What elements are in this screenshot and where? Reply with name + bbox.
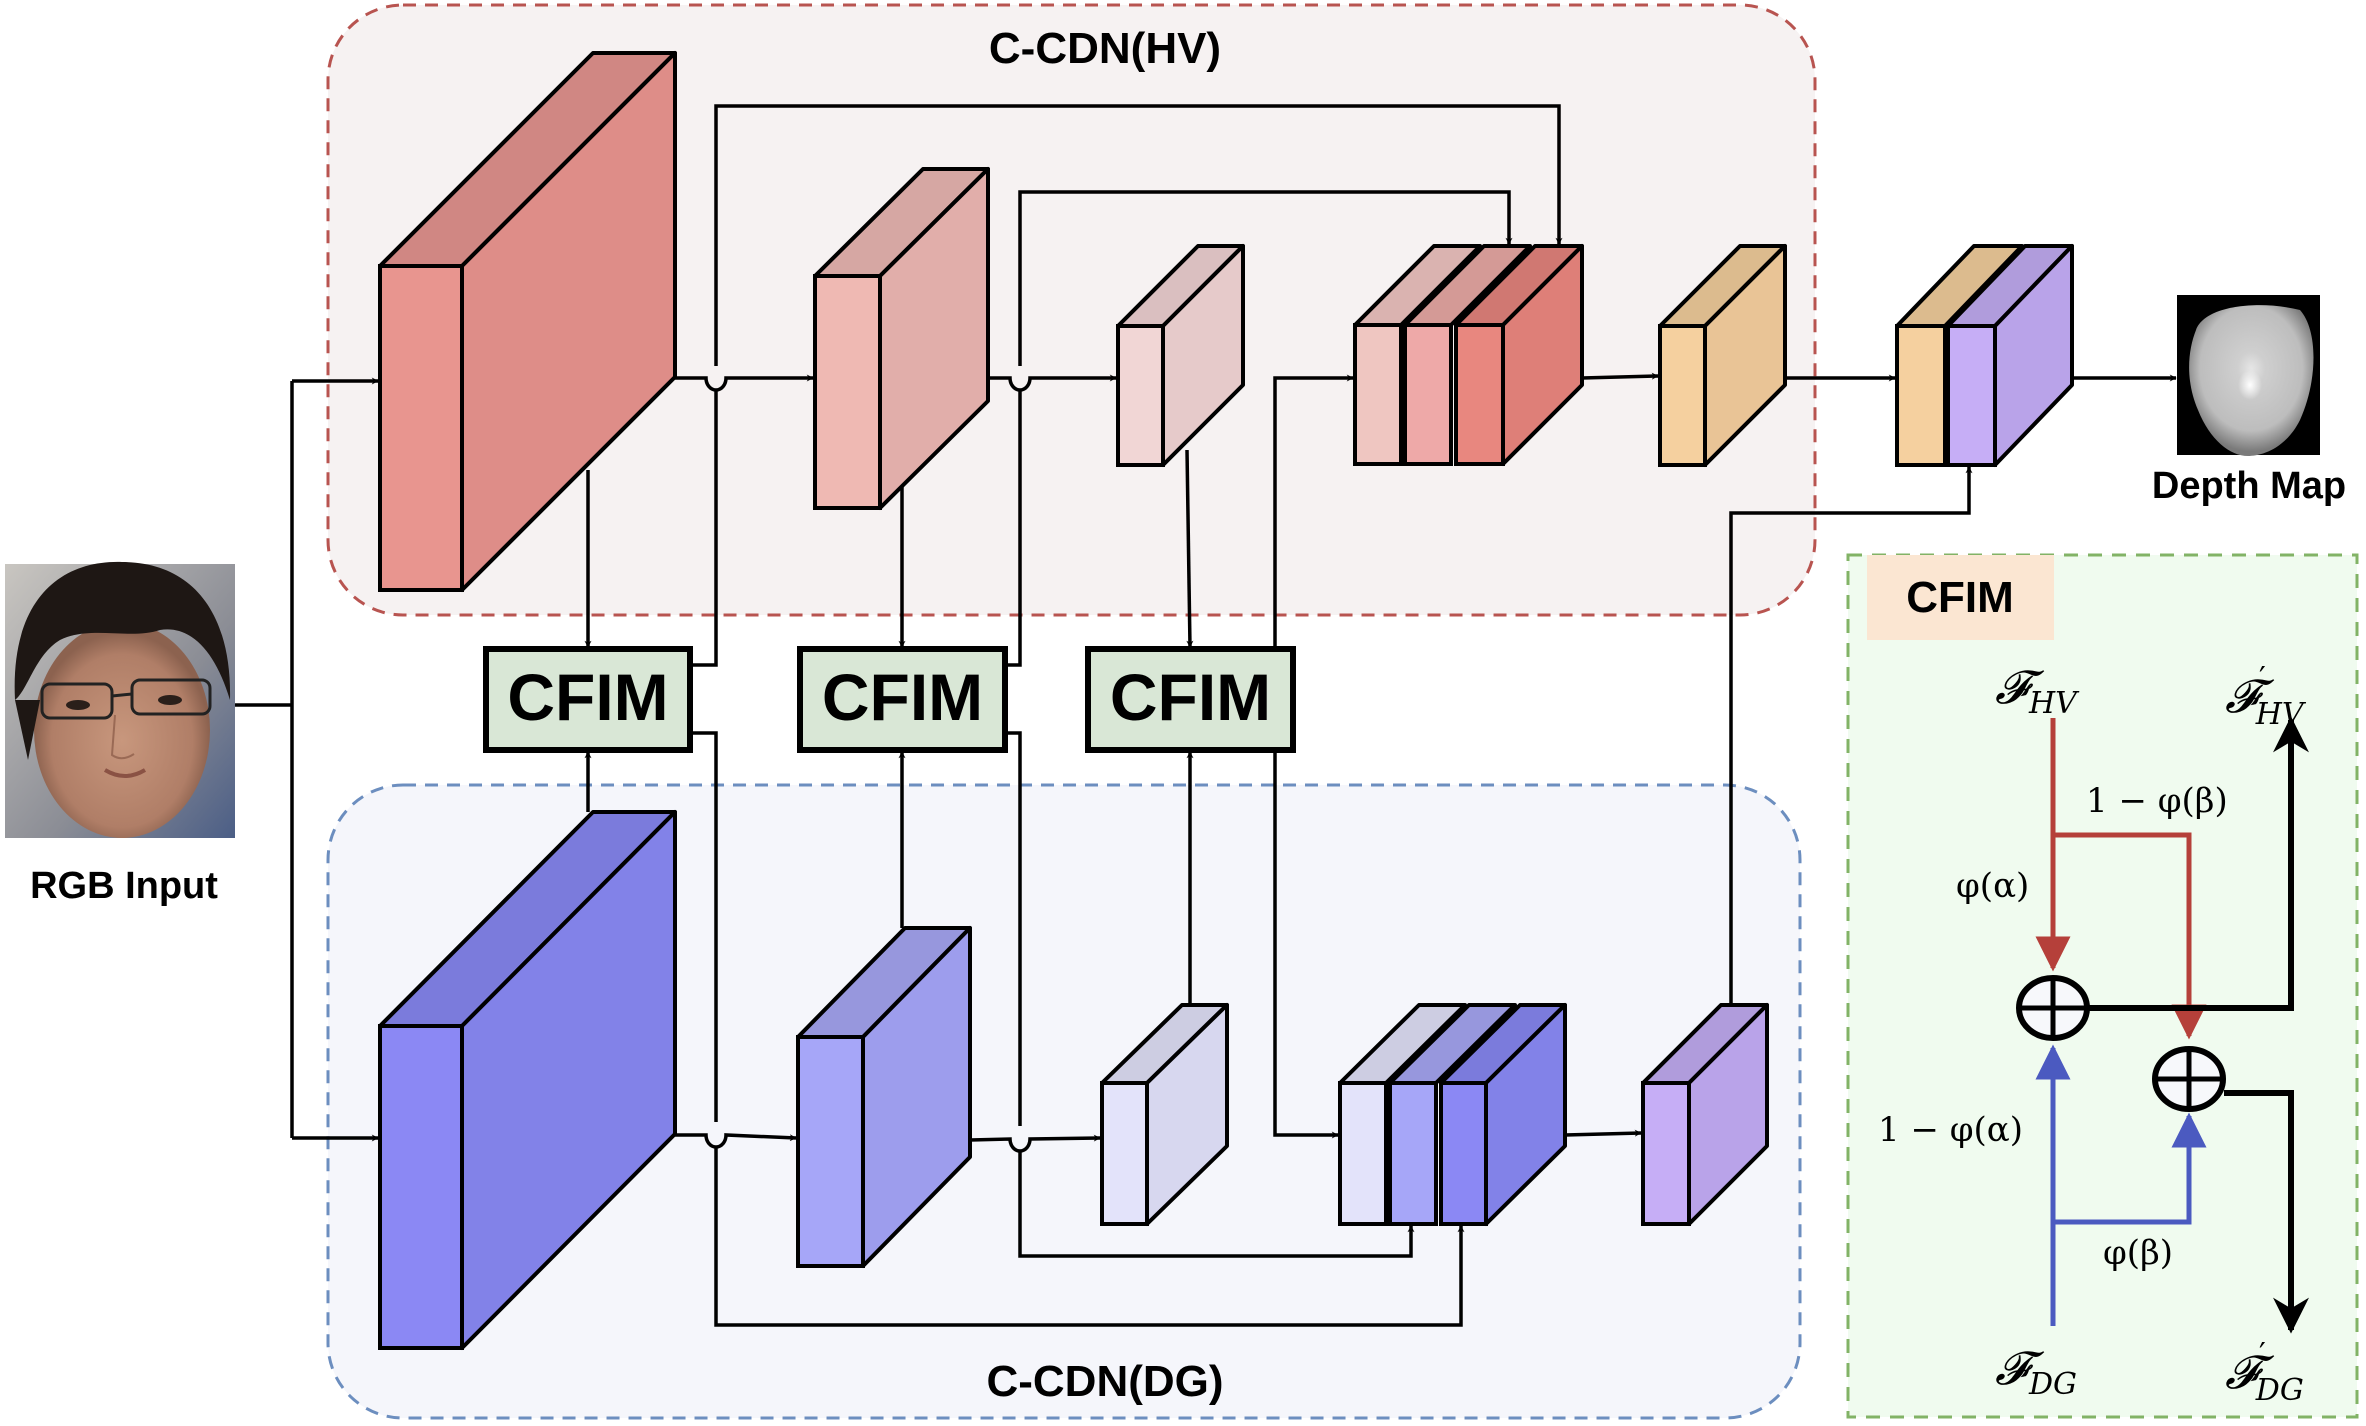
dg-weight-paths	[2035, 1044, 2207, 1326]
depth-map-label: Depth Map	[2152, 465, 2346, 507]
dg-output-block	[1641, 1003, 1769, 1226]
cfim-module: CFIM	[797, 646, 1008, 753]
cfim-box	[483, 646, 693, 753]
rgb-input-image	[5, 561, 235, 838]
block-front-face	[1100, 1081, 1149, 1226]
block-front-face	[1403, 323, 1453, 466]
concat-slice	[1403, 244, 1532, 466]
cfim-panel-label-bg	[1867, 555, 2054, 640]
weight-alpha: φ(α)	[1956, 866, 2029, 906]
concat-slice	[1454, 244, 1584, 466]
depth-map-image	[2177, 295, 2320, 456]
weight-beta: φ(β)	[2103, 1233, 2173, 1273]
block-front-face	[1946, 324, 1997, 467]
cfim1-hv-skip-top	[714, 104, 1563, 366]
dg-region-label: C-CDN(DG)	[986, 1357, 1223, 1406]
hv-block-1	[378, 51, 677, 592]
hv-block-2	[813, 167, 990, 510]
block-front-face	[1454, 323, 1505, 466]
dg-output-path	[2224, 1090, 2309, 1334]
cfim2-dg-skip	[1005, 731, 1022, 1126]
concat-slice	[1946, 244, 2074, 467]
concat-slice	[1388, 1003, 1517, 1226]
block-front-face	[813, 274, 882, 510]
concat-slice	[1439, 1003, 1567, 1226]
cfim-panel-border	[1846, 553, 2359, 1419]
hv-region-label: C-CDN(HV)	[989, 24, 1221, 73]
hv-output-block	[1658, 244, 1787, 467]
cfim1-dg-skip-bottom	[714, 1146, 1465, 1327]
concat-slice	[1338, 1003, 1467, 1226]
hv3-to-cfim3	[1185, 449, 1194, 648]
dg-concat-block	[1338, 1003, 1567, 1226]
dg-block-2	[796, 926, 972, 1268]
cfim-box	[797, 646, 1008, 753]
hv-block-3	[1116, 244, 1245, 467]
block-front-face	[1388, 1081, 1438, 1226]
block-front-face	[1338, 1081, 1388, 1226]
weight-one-minus-beta: 1 − φ(β)	[2086, 781, 2228, 821]
block-front-face	[1353, 323, 1403, 466]
cfim-label: CFIM	[822, 660, 983, 734]
add-operator-icon	[2016, 975, 2090, 1041]
cfim-box	[1085, 646, 1296, 753]
hv-flow-3	[1581, 372, 1659, 380]
concat-slice	[1895, 244, 2024, 467]
block-front-face	[796, 1035, 865, 1268]
hv-output-path	[2088, 716, 2309, 1011]
block-front-face	[378, 264, 464, 592]
cfim-label: CFIM	[507, 660, 668, 734]
cfim2-hv-skip	[1005, 390, 1022, 667]
dg-block-3	[1100, 1003, 1229, 1226]
add-operator-icon	[2152, 1046, 2226, 1112]
cfim2-dg-skip-bottom	[1018, 1150, 1415, 1258]
cfim-panel-label: CFIM	[1906, 573, 2014, 622]
cfim-label: CFIM	[1110, 660, 1271, 734]
concat-slice	[1353, 244, 1482, 466]
cfim1-dg-skip	[690, 731, 718, 1122]
dg-block-1	[378, 810, 677, 1350]
block-front-face	[1116, 324, 1165, 467]
cfim2-hv-skip-top	[1018, 190, 1513, 366]
fusion-block	[1895, 244, 2074, 467]
f-dg-label: 𝓕DG	[1995, 1341, 2077, 1402]
hv-weight-paths	[2035, 718, 2207, 1040]
cfim1-hv-skip	[690, 390, 718, 667]
cfim-module: CFIM	[1085, 646, 1296, 753]
block-front-face	[378, 1024, 464, 1350]
block-front-face	[1658, 324, 1707, 467]
hv-concat-block	[1353, 244, 1584, 466]
block-front-face	[1895, 324, 1947, 467]
cfim-module: CFIM	[483, 646, 693, 753]
weight-one-minus-alpha: 1 − φ(α)	[1878, 1110, 2023, 1150]
rgb-input-label: RGB Input	[30, 865, 218, 907]
block-front-face	[1641, 1081, 1691, 1226]
cfim3-to-hv-concat	[1273, 374, 1354, 648]
dg-to-fusion	[1729, 466, 1973, 1005]
dg-region	[326, 783, 1802, 1420]
block-front-face	[1439, 1081, 1488, 1226]
cfim-detail-panel: CFIM 𝓕HV 𝓕′HV	[1846, 553, 2359, 1419]
dg-flow-3	[1564, 1129, 1642, 1137]
